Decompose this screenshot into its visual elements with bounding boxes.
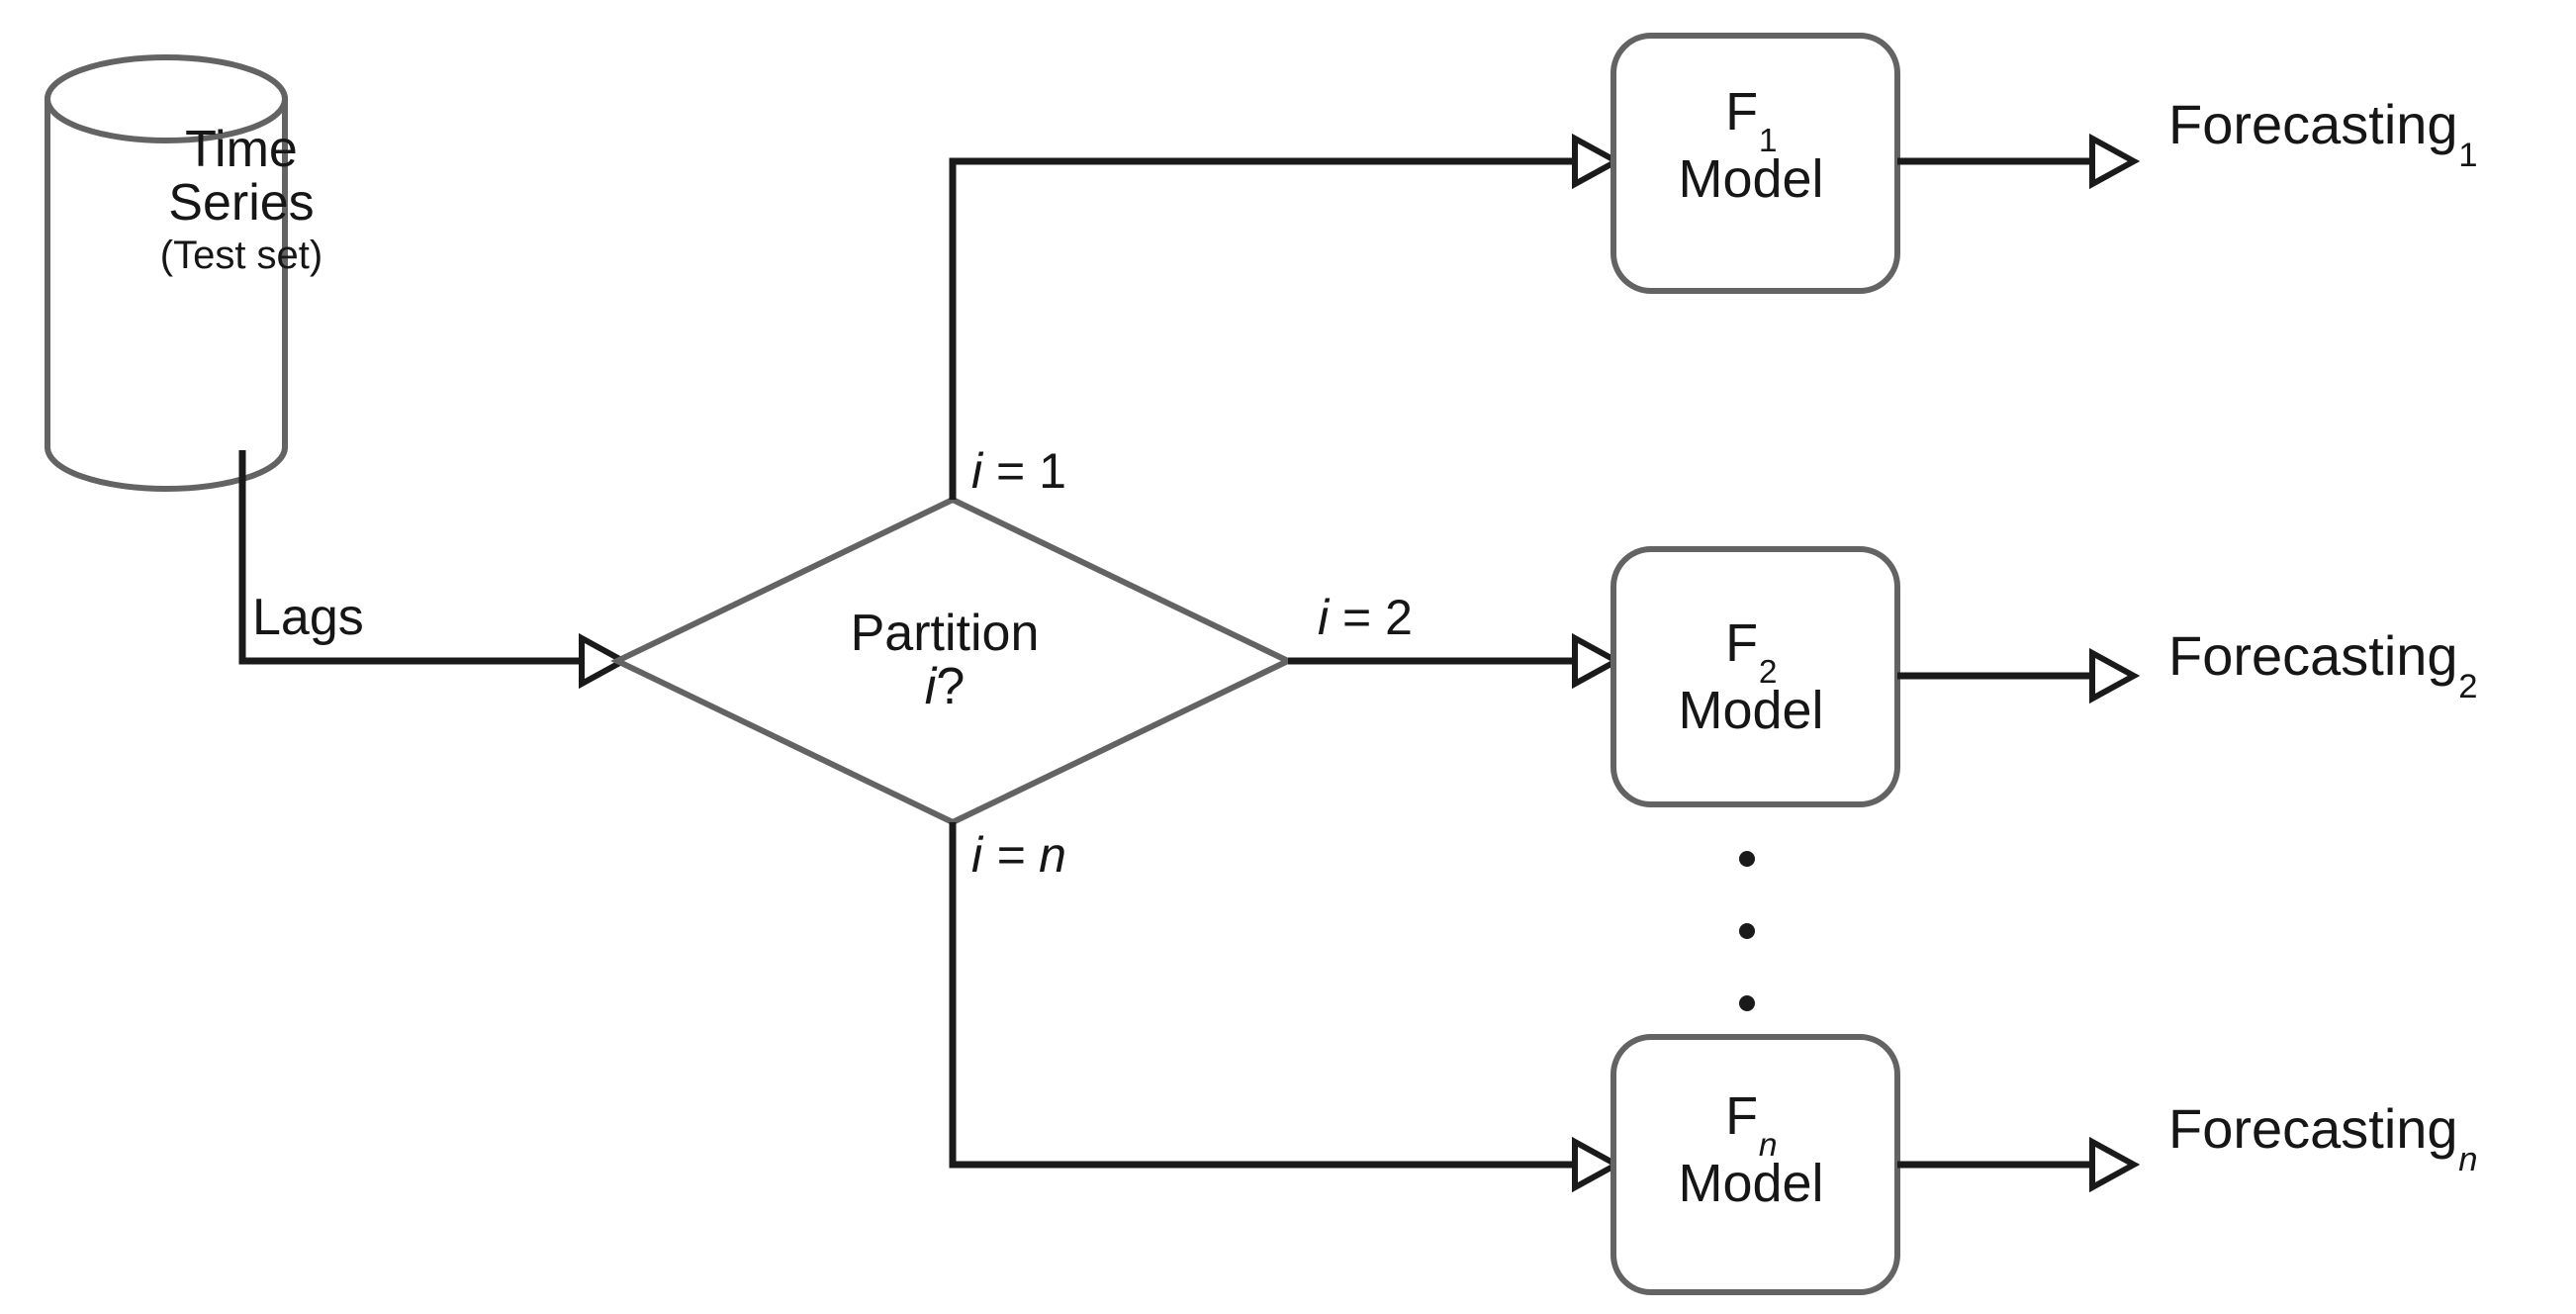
forecasting-n-text: Forecasting [2168,1097,2458,1160]
forecasting-1-connector [1897,133,2141,190]
datastore-line-2: Series [168,174,315,233]
forecasting-n-subscript: n [2458,1140,2478,1178]
forecasting-2-text: Forecasting [2168,624,2458,687]
model-2-symbol: F [1725,613,1759,673]
forecasting-n-connector [1897,1136,2141,1193]
branch-1-index-symbol: i [971,443,983,499]
branch-2-index-value: = 2 [1329,590,1413,645]
model-1-subscript: 1 [1758,122,1778,159]
model-1-symbol: F [1725,82,1759,141]
model-2-subscript: 2 [1758,653,1778,691]
branch-1-edge-label: i = 1 [971,445,1066,497]
forecasting-1-subscript: 1 [2458,136,2478,174]
branch-1-index-value: = 1 [982,443,1066,499]
model-1-line-2: Model [1678,148,1824,209]
model-n-symbol: F [1725,1086,1759,1146]
decision-index-symbol: i [924,658,937,716]
partition-decision-label: Partition i? [851,607,1040,713]
forecasting-output-2-label: Forecasting2 [2168,624,2478,704]
forecasting-output-1-label: Forecasting1 [2168,93,2478,172]
model-box-n-label: Fn Model [1678,1088,1823,1211]
branch-2-connector [1288,632,1623,690]
datastore-line-3: (Test set) [159,234,323,278]
time-series-datastore-shape [45,54,288,492]
time-series-datastore-label: Time Series (Test set) [160,123,322,277]
model-n-line-2: Model [1678,1153,1824,1213]
forecasting-1-text: Forecasting [2168,93,2458,155]
branch-n-index-value: = n [982,827,1066,883]
vertical-ellipsis-shape [1739,851,1755,1011]
branch-n-index-symbol: i [971,827,983,883]
branch-2-index-symbol: i [1318,590,1330,645]
model-n-subscript: n [1758,1126,1778,1164]
lags-connector [238,450,630,690]
decision-question-mark: ? [936,658,966,716]
model-box-2-label: F2 Model [1678,615,1823,738]
forecasting-2-connector [1897,647,2141,704]
model-2-line-2: Model [1678,680,1824,740]
decision-line-1: Partition [850,605,1040,662]
branch-2-edge-label: i = 2 [1318,592,1413,643]
datastore-line-1: Time [185,121,298,178]
forecasting-2-subscript: 2 [2458,667,2478,705]
forecasting-output-n-label: Forecastingn [2168,1097,2478,1176]
branch-n-connector [949,822,1623,1193]
model-box-1-label: F1 Model [1678,84,1823,207]
branch-1-connector [949,133,1623,500]
lags-edge-label: Lags [252,589,364,646]
branch-n-edge-label: i = n [971,829,1066,881]
